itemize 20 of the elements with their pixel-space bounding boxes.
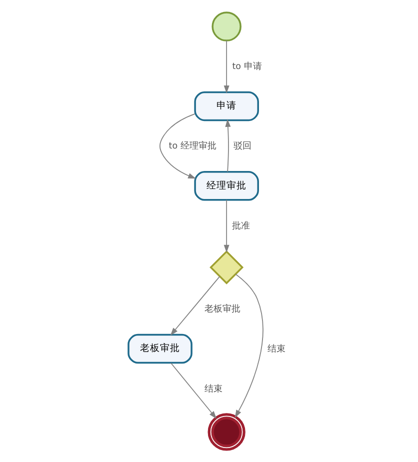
arrow bbox=[223, 200, 229, 253]
node-diamond bbox=[209, 250, 244, 284]
node-box: 申请 bbox=[194, 91, 258, 122]
edge-label: to 申请 bbox=[232, 62, 262, 72]
arrow bbox=[224, 119, 230, 172]
edge-label: 驳回 bbox=[233, 142, 252, 152]
node-box: 经理审批 bbox=[194, 171, 258, 201]
arrow bbox=[170, 362, 216, 419]
edge-label: 批准 bbox=[231, 221, 250, 232]
arrow bbox=[234, 274, 263, 418]
arrow bbox=[158, 113, 196, 179]
edge-label: to 经理审批 bbox=[168, 142, 216, 152]
edge-label: 结束 bbox=[267, 344, 286, 354]
edge-label: 老板审批 bbox=[204, 304, 240, 315]
arrow bbox=[223, 40, 229, 94]
arrow bbox=[170, 276, 220, 336]
node-circle bbox=[211, 12, 241, 42]
node-circle bbox=[207, 413, 245, 451]
node-box: 老板审批 bbox=[127, 334, 192, 364]
edge-label: 结束 bbox=[204, 384, 222, 394]
